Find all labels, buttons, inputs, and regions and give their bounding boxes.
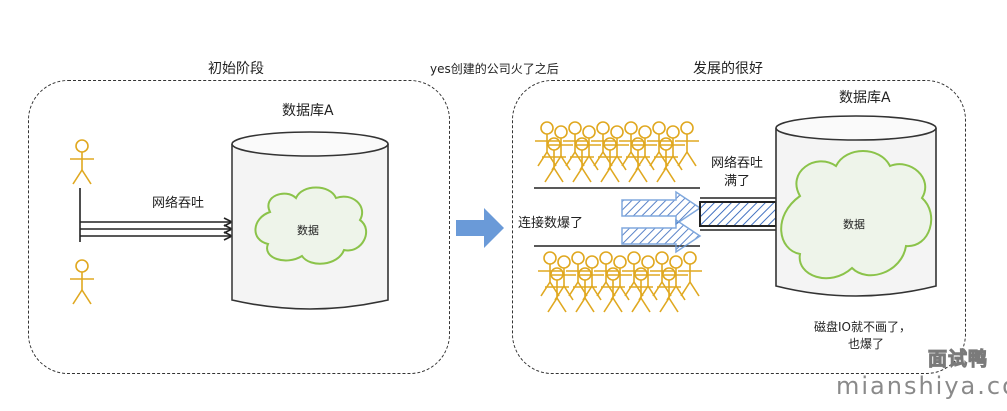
- left-data-label: 数据: [297, 224, 319, 237]
- right-db-label: 数据库A: [839, 90, 891, 106]
- person-icon: [69, 139, 95, 185]
- data-cloud-left: [254, 186, 367, 265]
- throughput-full-line2: 满了: [724, 174, 751, 189]
- crowd-top: [534, 121, 700, 183]
- watermark-cn: 面试鸭: [927, 348, 989, 371]
- left-db-label: 数据库A: [282, 103, 334, 119]
- disk-label-line2: 也爆了: [848, 337, 885, 351]
- request-arrows: [80, 217, 234, 241]
- crowd-bottom: [537, 251, 703, 313]
- right-panel: [512, 80, 966, 374]
- transition-label: yes创建的公司火了之后: [430, 62, 559, 76]
- right-data-label: 数据: [843, 218, 865, 231]
- left-throughput-label: 网络吞吐: [152, 196, 205, 211]
- traffic-arrows: [621, 190, 702, 254]
- throughput-full-line1: 网络吞吐: [711, 156, 764, 171]
- right-title: 发展的很好: [693, 61, 763, 77]
- person-icon: [69, 259, 95, 305]
- connections-label: 连接数爆了: [518, 216, 584, 231]
- watermark-en: mianshiya.com: [836, 372, 1007, 400]
- transition-arrow: [456, 208, 504, 248]
- left-panel: [28, 80, 450, 374]
- network-pipe-full: [699, 197, 777, 231]
- data-cloud-right: [780, 150, 933, 280]
- disk-label-line1: 磁盘IO就不画了，: [814, 320, 911, 334]
- left-title: 初始阶段: [208, 61, 264, 77]
